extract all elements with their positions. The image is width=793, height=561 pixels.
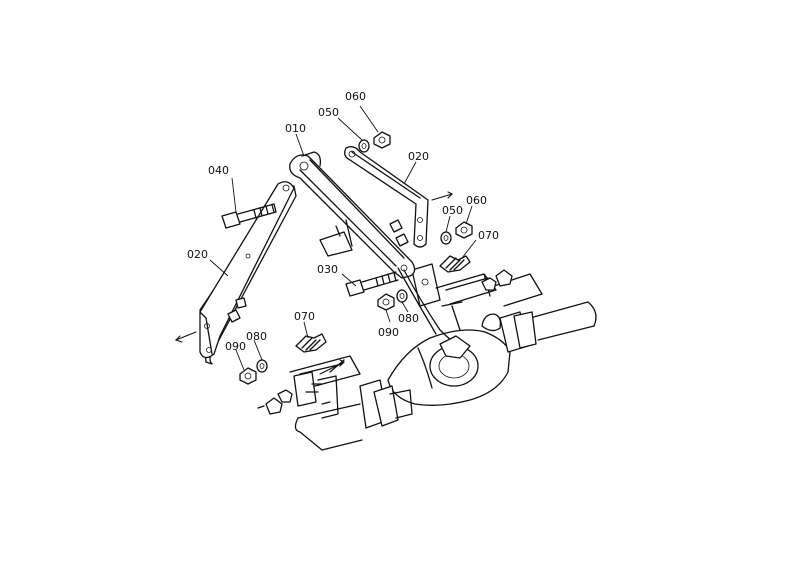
hardware-right <box>439 221 473 273</box>
hardware-top <box>358 131 391 153</box>
part-010-main-link <box>289 151 471 359</box>
callout-040: 040 <box>208 164 229 177</box>
callout-090-mid: 090 <box>378 326 399 339</box>
callout-020-right: 020 <box>408 150 429 163</box>
callout-030: 030 <box>317 263 338 276</box>
leader-lines <box>209 105 477 371</box>
callout-060-top: 060 <box>345 90 366 103</box>
left-axle-bracket <box>257 355 361 419</box>
callout-080-mid: 080 <box>398 312 419 325</box>
rear-axle-assembly <box>294 263 597 451</box>
callout-050-right: 050 <box>442 204 463 217</box>
callout-050-top: 050 <box>318 106 339 119</box>
hardware-middle <box>377 289 408 311</box>
callout-labels: 060 050 010 020 040 050 060 070 020 030 … <box>187 90 499 353</box>
part-040-bolt <box>221 203 277 229</box>
callout-020-left: 020 <box>187 248 208 261</box>
part-020-left-strap <box>174 181 297 365</box>
right-axle-bracket <box>435 269 543 331</box>
part-030-bolt <box>345 271 399 297</box>
callout-070-left: 070 <box>294 310 315 323</box>
part-020-right-strap <box>344 146 453 248</box>
callout-010: 010 <box>285 122 306 135</box>
callout-080-left: 080 <box>246 330 267 343</box>
callout-070-right: 070 <box>478 229 499 242</box>
callout-060-right: 060 <box>466 194 487 207</box>
callout-090-left: 090 <box>225 340 246 353</box>
